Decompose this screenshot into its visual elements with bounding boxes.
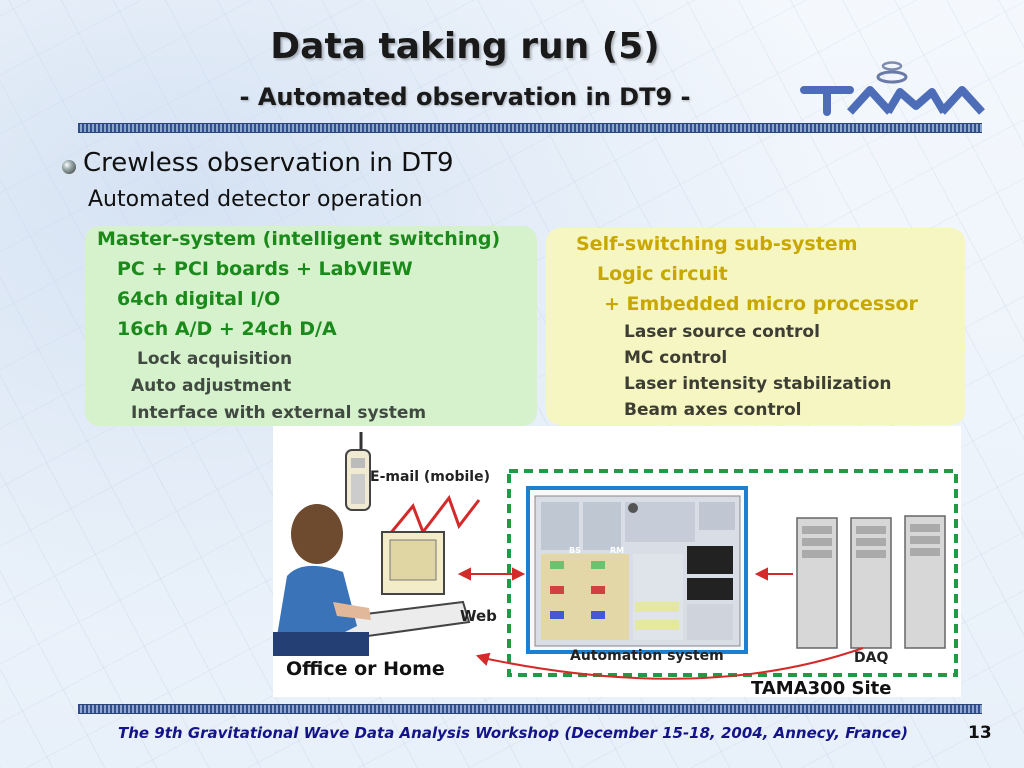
email-label: E-mail (mobile): [370, 469, 490, 485]
automation-diagram: E-mail (mobile) Web Office or Home Autom…: [273, 426, 961, 699]
control-panel-icon: [534, 495, 741, 647]
master-function: Interface with external system: [131, 403, 427, 423]
data-flow-arrows: [383, 494, 864, 680]
master-item: 16ch A/D + 24ch D/A: [117, 318, 337, 340]
sub-function: Laser intensity stabilization: [624, 374, 892, 394]
bottom-divider: [78, 704, 982, 714]
sub-item: + Embedded micro processor: [604, 293, 918, 315]
panel-mini-label: BS: [569, 546, 581, 555]
page-number: 13: [968, 723, 992, 743]
panel-mini-label: RM: [610, 546, 625, 555]
daq-label: DAQ: [854, 650, 889, 666]
top-divider: [78, 123, 982, 133]
master-item: 64ch digital I/O: [117, 288, 281, 310]
mobile-phone-icon: [345, 432, 371, 511]
office-label: Office or Home: [286, 658, 445, 680]
section-subheading: Automated detector operation: [88, 187, 423, 212]
master-function: Lock acquisition: [137, 349, 293, 369]
sub-title: Self-switching sub-system: [576, 233, 858, 255]
daq-servers-icon: [796, 515, 946, 649]
diagram-illustration: [273, 432, 958, 680]
sub-item: Logic circuit: [597, 263, 728, 285]
sub-system-panel: [546, 228, 965, 425]
person-icon: [273, 504, 371, 656]
page-title: Data taking run (5): [270, 26, 660, 67]
site-label: TAMA300 Site: [751, 678, 892, 699]
master-title: Master-system (intelligent switching): [97, 228, 501, 250]
master-item: PC + PCI boards + LabVIEW: [117, 258, 413, 280]
tama-logo: [800, 61, 985, 116]
sub-function: Laser source control: [624, 322, 820, 342]
master-function: Auto adjustment: [131, 376, 292, 396]
footer-text: The 9th Gravitational Wave Data Analysis…: [118, 724, 908, 742]
page-subtitle: - Automated observation in DT9 -: [239, 83, 691, 111]
sub-function: Beam axes control: [624, 400, 802, 420]
section-heading: Crewless observation in DT9: [83, 148, 454, 178]
sub-function: MC control: [624, 348, 728, 368]
bullet-icon: [62, 160, 76, 174]
automation-label: Automation system: [570, 648, 724, 664]
master-system-panel: [85, 226, 537, 426]
web-label: Web: [460, 607, 497, 625]
computer-icon: [331, 531, 471, 642]
